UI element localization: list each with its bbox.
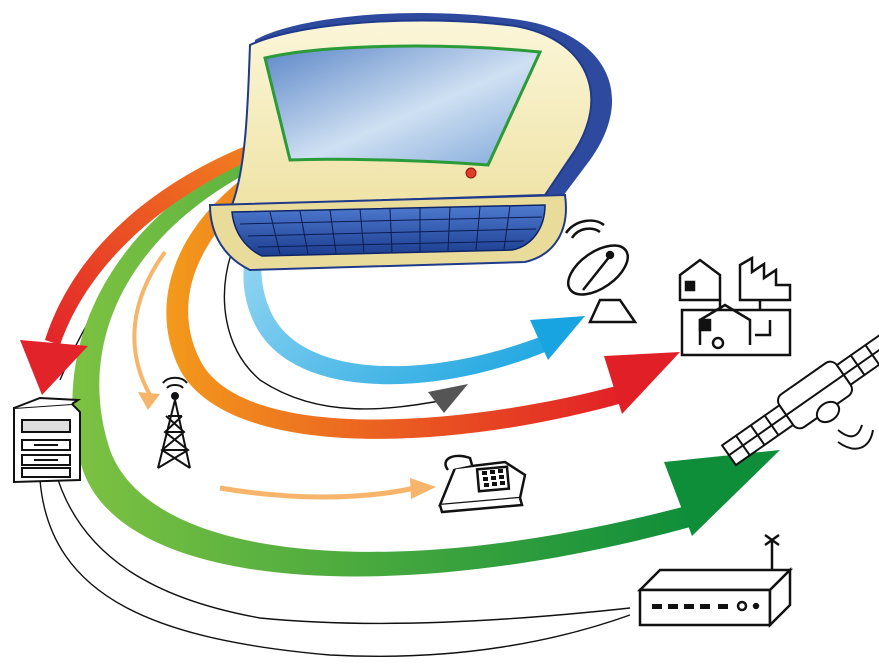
green-arrow-body: [72, 118, 695, 577]
blue-arrowhead: [530, 316, 585, 360]
gray-arrowhead: [428, 384, 468, 413]
laptop-keyboard: [231, 204, 546, 257]
blue-arrow-body: [243, 112, 550, 385]
laptop-icon: [208, 12, 613, 272]
line-printer-router-inner: [54, 469, 631, 625]
green-arrowhead: [664, 450, 780, 536]
orange-red-arrow-body: [166, 110, 626, 439]
phone-icon: [438, 454, 527, 514]
orange-thin-arrows: [132, 250, 436, 500]
satellite-icon: [720, 323, 879, 467]
satellite-dish-icon: [564, 219, 638, 324]
line-printer-router-outer: [39, 479, 631, 657]
laptop-screen: [263, 44, 543, 167]
red-arrowhead-left: [20, 340, 88, 395]
orange-arrow-tower: [132, 250, 167, 396]
power-button: [465, 167, 477, 179]
orange-arrow-phone: [219, 485, 416, 500]
radio-tower-icon: [157, 376, 191, 469]
router-icon: [636, 533, 794, 629]
printer-icon: [13, 396, 82, 484]
buildings-icon: [678, 255, 792, 357]
red-arrowhead-right: [604, 352, 680, 414]
